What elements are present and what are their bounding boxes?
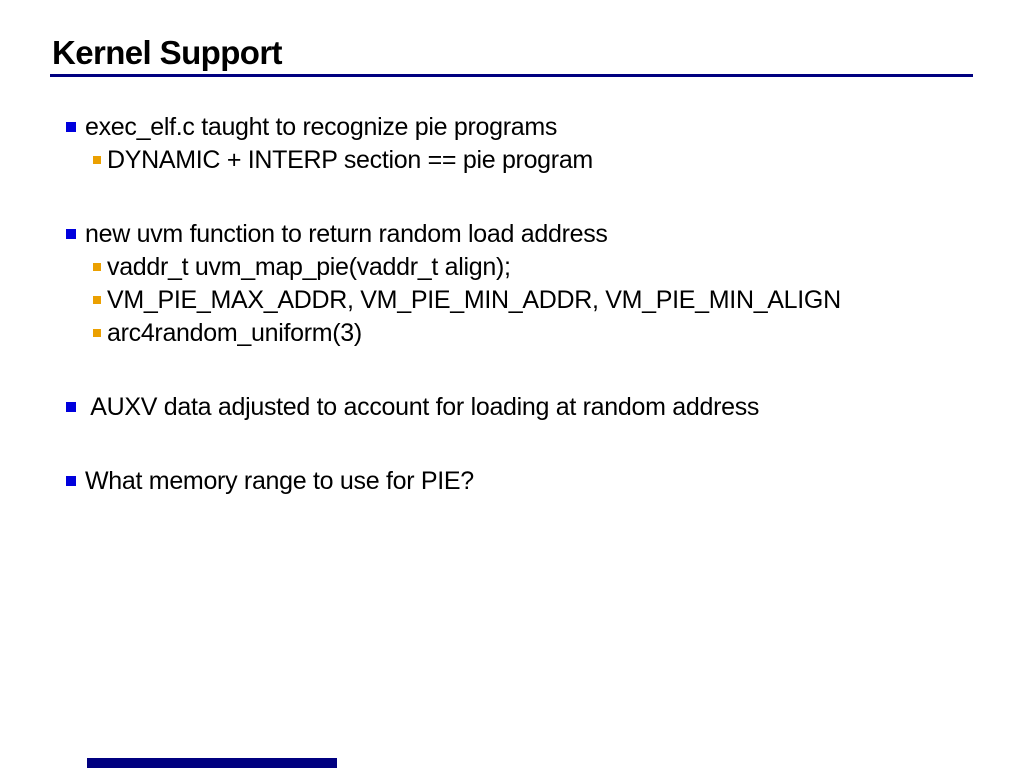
list-subitem: vaddr_t uvm_map_pie(vaddr_t align); [0, 251, 1024, 284]
list-item-text: exec_elf.c taught to recognize pie progr… [85, 113, 558, 141]
bullet-square-icon [66, 475, 76, 486]
slide-body: exec_elf.c taught to recognize pie progr… [0, 111, 1024, 498]
bullet-square-icon [93, 295, 101, 304]
list-item-text: AUXV data adjusted to account for loadin… [85, 393, 760, 421]
list-item: What memory range to use for PIE? [0, 465, 1024, 498]
bullet-square-icon [93, 328, 101, 337]
list-item-text: arc4random_uniform(3) [107, 319, 362, 347]
list-subitem: DYNAMIC + INTERP section == pie program [0, 144, 1024, 177]
page-title: Kernel Support [52, 34, 283, 71]
list-item-text: What memory range to use for PIE? [85, 467, 474, 495]
list-item: exec_elf.c taught to recognize pie progr… [0, 111, 1024, 144]
list-item-text: VM_PIE_MAX_ADDR, VM_PIE_MIN_ADDR, VM_PIE… [107, 286, 841, 314]
list-item: AUXV data adjusted to account for loadin… [0, 391, 1024, 424]
bullet-square-icon [66, 228, 76, 239]
list-subitem: arc4random_uniform(3) [0, 317, 1024, 350]
list-item-text: vaddr_t uvm_map_pie(vaddr_t align); [107, 253, 511, 281]
title-underline [50, 74, 973, 77]
bullet-square-icon [93, 262, 101, 271]
slide-progress-bar [87, 758, 337, 768]
list-item: new uvm function to return random load a… [0, 218, 1024, 251]
list-subitem: VM_PIE_MAX_ADDR, VM_PIE_MIN_ADDR, VM_PIE… [0, 284, 1024, 317]
bullet-square-icon [66, 121, 76, 132]
list-item-text: new uvm function to return random load a… [85, 220, 608, 248]
bullet-square-icon [66, 401, 76, 412]
list-item-text: DYNAMIC + INTERP section == pie program [107, 146, 593, 174]
bullet-square-icon [93, 155, 101, 164]
